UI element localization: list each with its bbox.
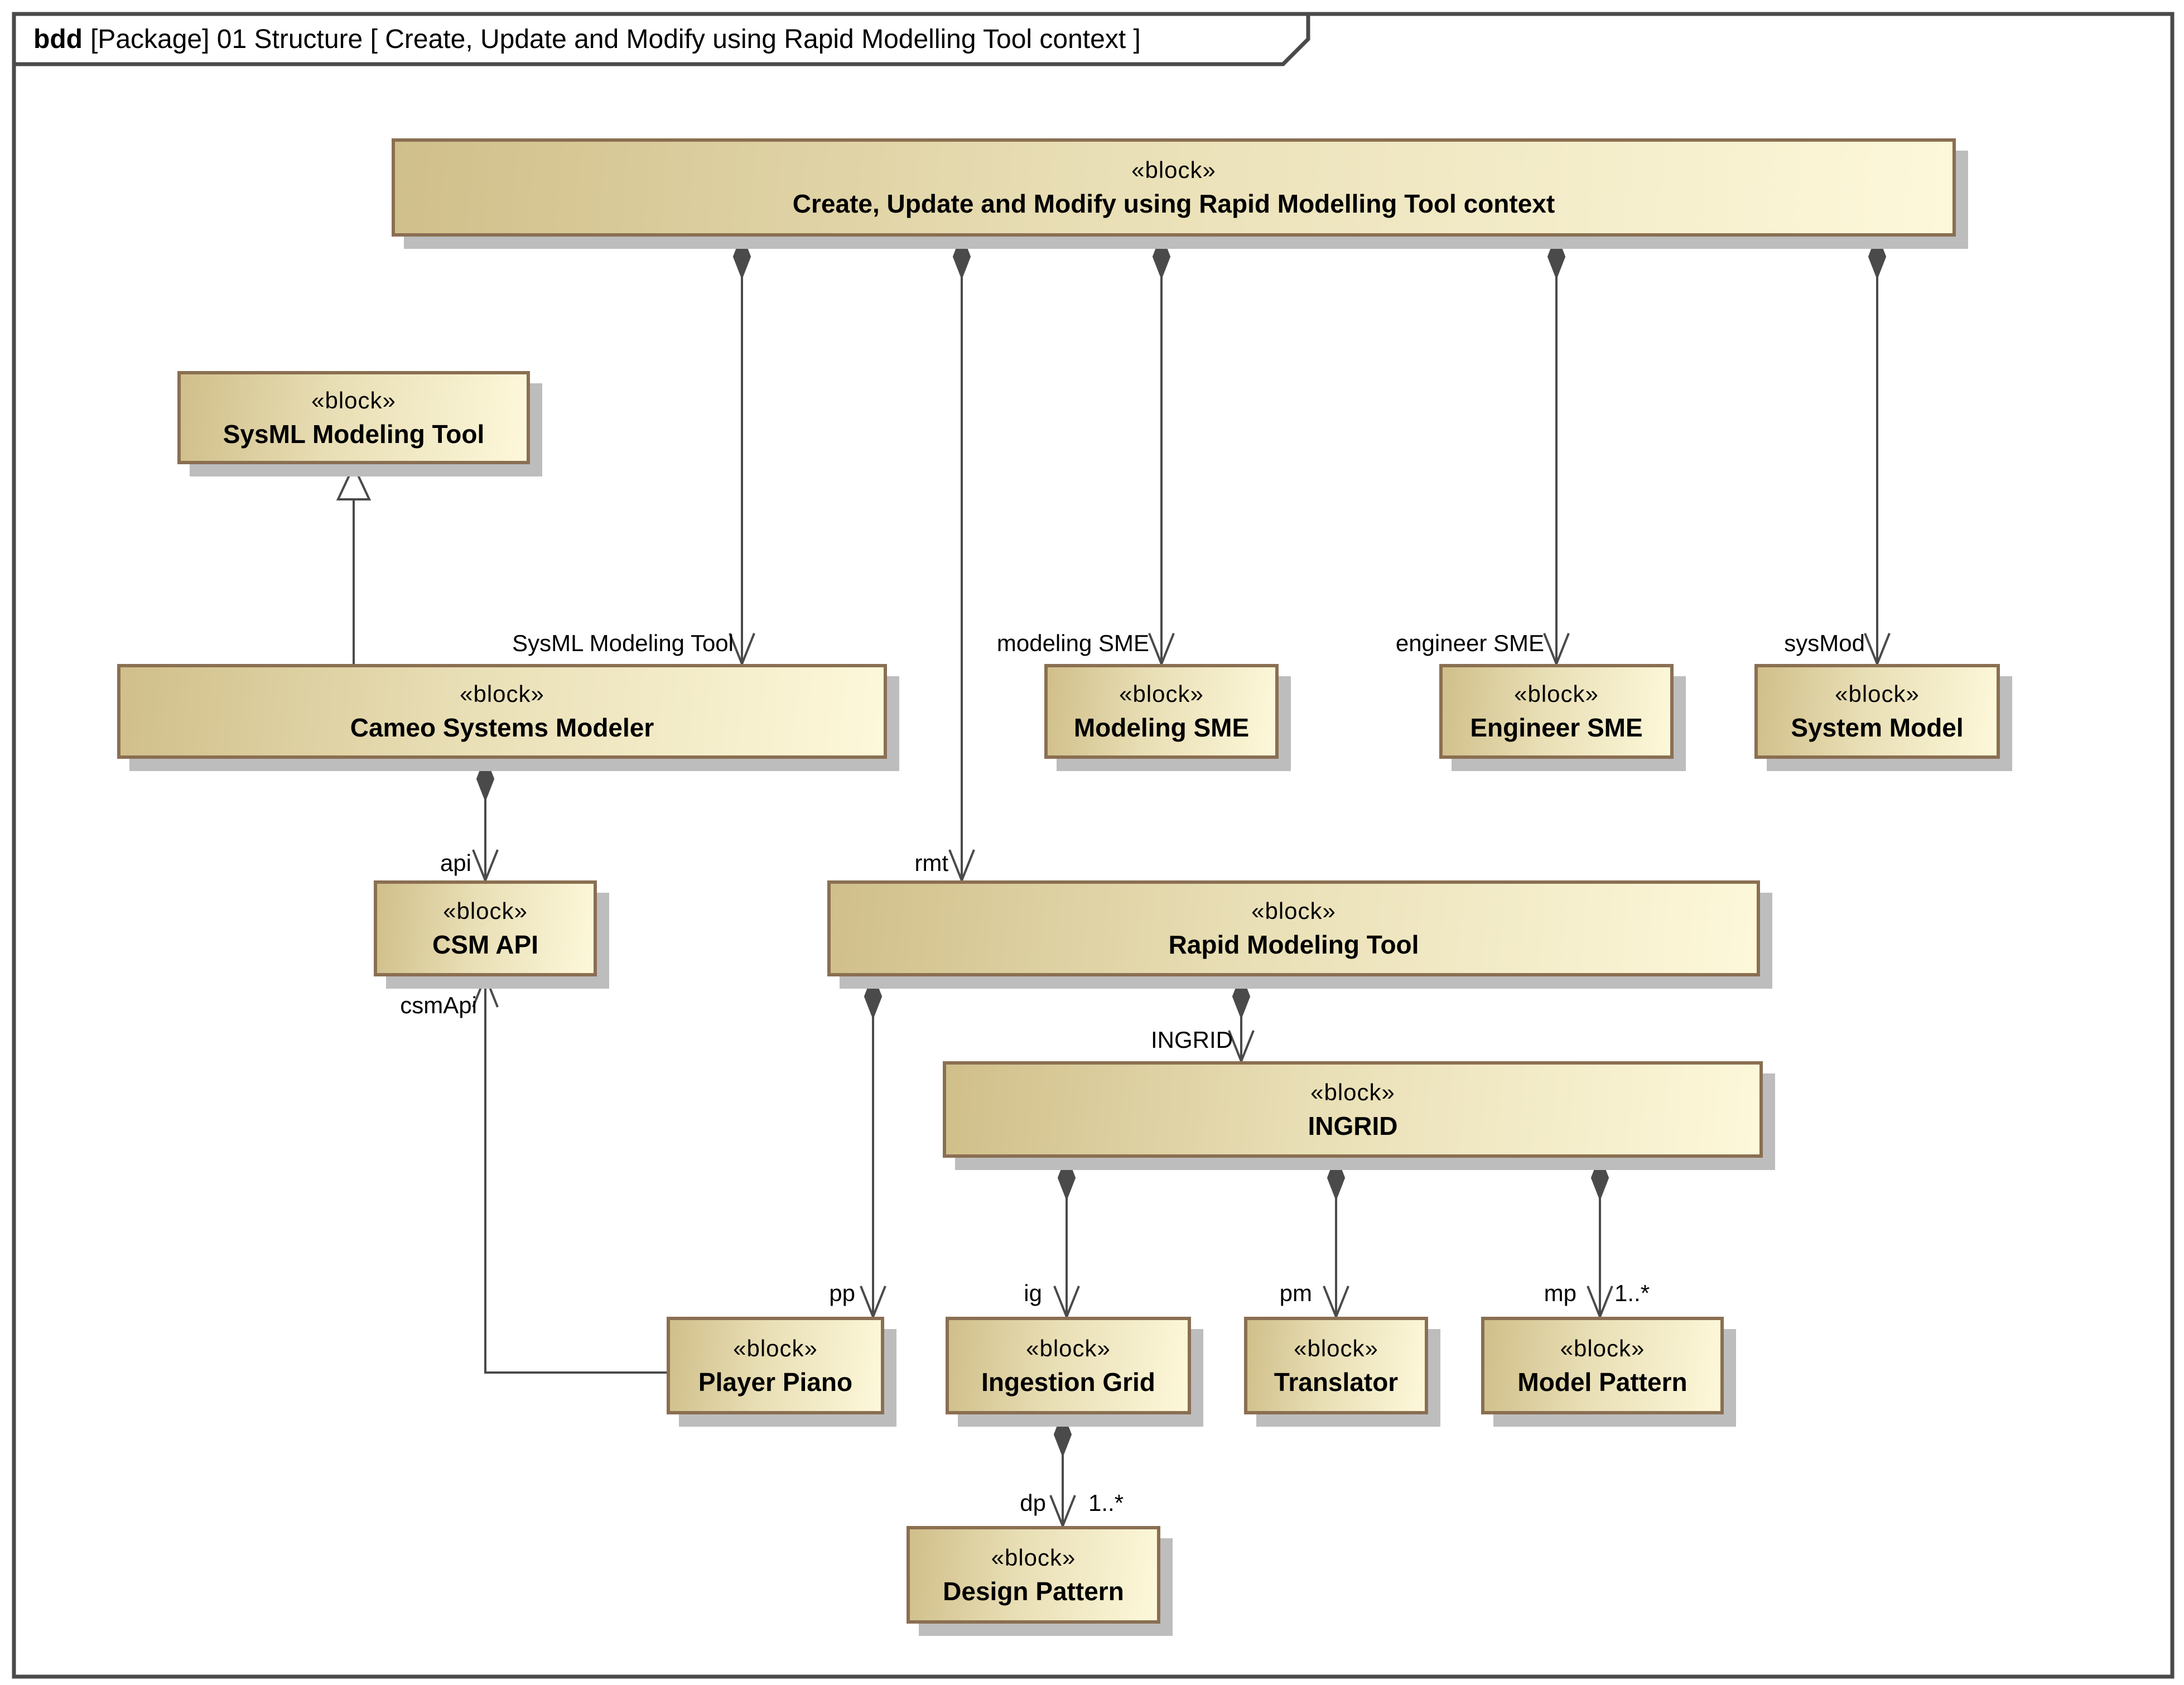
block-design-pattern[interactable]: «block» Design Pattern bbox=[907, 1526, 1160, 1624]
block-name: Rapid Modeling Tool bbox=[1168, 930, 1419, 959]
edge-label-csmapi: csmApi bbox=[400, 992, 477, 1018]
composition-diamond-icon bbox=[1590, 1154, 1609, 1201]
edge-label-modeling-sme: modeling SME bbox=[996, 630, 1149, 656]
composition-cameo-csm-api bbox=[472, 755, 499, 884]
composition-rmt-player-piano bbox=[860, 973, 886, 1320]
composition-context-rmt bbox=[948, 233, 975, 884]
diagram-frame bbox=[12, 12, 2175, 1679]
edge-label-pm: pm bbox=[1279, 1280, 1312, 1306]
block-stereotype: «block» bbox=[991, 1544, 1076, 1571]
generalization-triangle-icon bbox=[336, 463, 372, 500]
block-sysml-modeling-tool[interactable]: «block» SysML Modeling Tool bbox=[177, 371, 530, 464]
composition-diamond-icon bbox=[732, 233, 751, 280]
block-name: Design Pattern bbox=[943, 1576, 1124, 1606]
edge-label-api: api bbox=[440, 850, 471, 876]
block-stereotype: «block» bbox=[1560, 1335, 1645, 1361]
edge-label-dp-multiplicity: 1..* bbox=[1088, 1490, 1124, 1516]
edge-label-mp-multiplicity: 1..* bbox=[1614, 1280, 1650, 1306]
block-stereotype: «block» bbox=[1294, 1335, 1378, 1361]
composition-diamond-icon bbox=[1057, 1154, 1076, 1201]
block-ingestion-grid[interactable]: «block» Ingestion Grid bbox=[946, 1317, 1191, 1414]
block-stereotype: «block» bbox=[1835, 681, 1920, 707]
composition-rmt-ingrid bbox=[1228, 973, 1255, 1065]
frame-title-keyword: bdd bbox=[33, 25, 83, 54]
composition-ingrid-ingestion-grid bbox=[1053, 1154, 1080, 1320]
generalization-cameo-sysml-tool bbox=[336, 463, 372, 664]
frame-title-text: [Package] 01 Structure [ Create, Update … bbox=[90, 25, 1141, 54]
block-stereotype: «block» bbox=[1514, 681, 1599, 707]
block-name: Translator bbox=[1274, 1367, 1399, 1397]
block-cameo-systems-modeler[interactable]: «block» Cameo Systems Modeler bbox=[117, 664, 887, 759]
block-stereotype: «block» bbox=[1119, 681, 1204, 707]
composition-diamond-icon bbox=[1053, 1411, 1072, 1458]
block-system-model[interactable]: «block» System Model bbox=[1754, 664, 2000, 759]
edge-label-sysmod: sysMod bbox=[1784, 630, 1865, 656]
composition-diamond-icon bbox=[1868, 233, 1887, 280]
frame-title-tab bbox=[12, 12, 1310, 66]
edge-label-ig: ig bbox=[1024, 1280, 1042, 1306]
composition-diamond-icon bbox=[476, 755, 495, 802]
edge-label-engineer-sme: engineer SME bbox=[1395, 630, 1544, 656]
block-csm-api[interactable]: «block» CSM API bbox=[374, 880, 597, 976]
association-player-piano-csm-api bbox=[472, 973, 667, 1374]
block-name: Cameo Systems Modeler bbox=[350, 713, 654, 742]
block-engineer-sme[interactable]: «block» Engineer SME bbox=[1439, 664, 1674, 759]
frame-title: bdd[Package] 01 Structure [ Create, Upda… bbox=[33, 14, 1141, 64]
edge-label-ingrid: INGRID bbox=[1151, 1027, 1233, 1053]
block-name: System Model bbox=[1791, 713, 1964, 742]
block-name: Player Piano bbox=[698, 1367, 853, 1397]
composition-ingrid-translator bbox=[1323, 1154, 1349, 1320]
edge-label-pp: pp bbox=[829, 1280, 855, 1306]
block-stereotype: «block» bbox=[460, 681, 544, 707]
edge-label-rmt: rmt bbox=[914, 850, 948, 876]
block-name: Model Pattern bbox=[1517, 1367, 1688, 1397]
edge-label-sysml-modeling-tool: SysML Modeling Tool bbox=[512, 630, 734, 656]
block-rapid-modeling-tool[interactable]: «block» Rapid Modeling Tool bbox=[827, 880, 1760, 976]
composition-diamond-icon bbox=[1327, 1154, 1346, 1201]
composition-diamond-icon bbox=[952, 233, 971, 280]
open-arrowhead-icon bbox=[472, 973, 499, 1008]
edge-label-dp: dp bbox=[1020, 1490, 1046, 1516]
block-name: Modeling SME bbox=[1073, 713, 1250, 742]
edge-label-mp: mp bbox=[1544, 1280, 1576, 1306]
block-name: Create, Update and Modify using Rapid Mo… bbox=[792, 189, 1555, 218]
block-name: INGRID bbox=[1308, 1111, 1398, 1140]
block-stereotype: «block» bbox=[1310, 1079, 1395, 1105]
block-name: Ingestion Grid bbox=[981, 1367, 1155, 1397]
composition-diamond-icon bbox=[1232, 973, 1251, 1020]
composition-context-cameo bbox=[729, 233, 755, 667]
block-stereotype: «block» bbox=[311, 387, 396, 413]
composition-ingrid-model-pattern bbox=[1587, 1154, 1613, 1320]
block-context[interactable]: «block» Create, Update and Modify using … bbox=[392, 138, 1956, 237]
block-stereotype: «block» bbox=[443, 898, 528, 924]
block-name: CSM API bbox=[432, 930, 538, 959]
block-stereotype: «block» bbox=[733, 1335, 818, 1361]
composition-diamond-icon bbox=[1152, 233, 1171, 280]
block-modeling-sme[interactable]: «block» Modeling SME bbox=[1044, 664, 1279, 759]
block-name: SysML Modeling Tool bbox=[223, 419, 485, 449]
composition-context-engineer-sme bbox=[1543, 233, 1570, 667]
composition-context-system-model bbox=[1864, 233, 1891, 667]
composition-context-modeling-sme bbox=[1148, 233, 1175, 667]
block-translator[interactable]: «block» Translator bbox=[1244, 1317, 1428, 1414]
block-stereotype: «block» bbox=[1251, 898, 1336, 924]
composition-diamond-icon bbox=[864, 973, 883, 1020]
block-ingrid[interactable]: «block» INGRID bbox=[943, 1061, 1763, 1158]
block-stereotype: «block» bbox=[1026, 1335, 1111, 1361]
composition-diamond-icon bbox=[1547, 233, 1566, 280]
block-stereotype: «block» bbox=[1131, 157, 1216, 183]
block-model-pattern[interactable]: «block» Model Pattern bbox=[1481, 1317, 1724, 1414]
composition-ingestion-grid-design-pattern bbox=[1049, 1411, 1076, 1529]
block-player-piano[interactable]: «block» Player Piano bbox=[667, 1317, 884, 1414]
block-name: Engineer SME bbox=[1470, 713, 1643, 742]
